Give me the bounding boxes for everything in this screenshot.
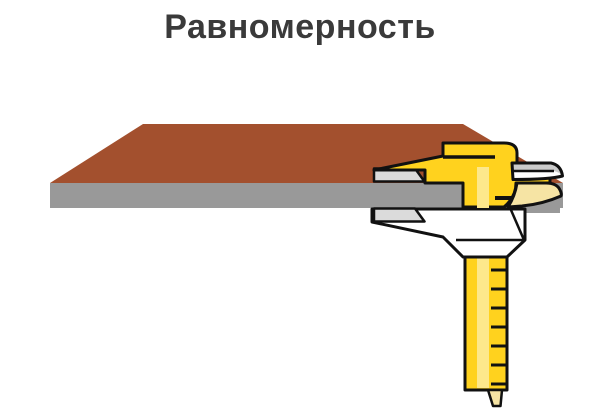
cream-jaw [506, 181, 563, 209]
beam-ticks [491, 268, 506, 386]
caliper [370, 141, 564, 408]
depth-rod-tip [486, 388, 504, 408]
caliper-beam [463, 248, 509, 408]
blade-jaw [510, 161, 564, 181]
lower-jaw-tip [372, 207, 426, 223]
page-title: Равномерность [164, 8, 436, 46]
